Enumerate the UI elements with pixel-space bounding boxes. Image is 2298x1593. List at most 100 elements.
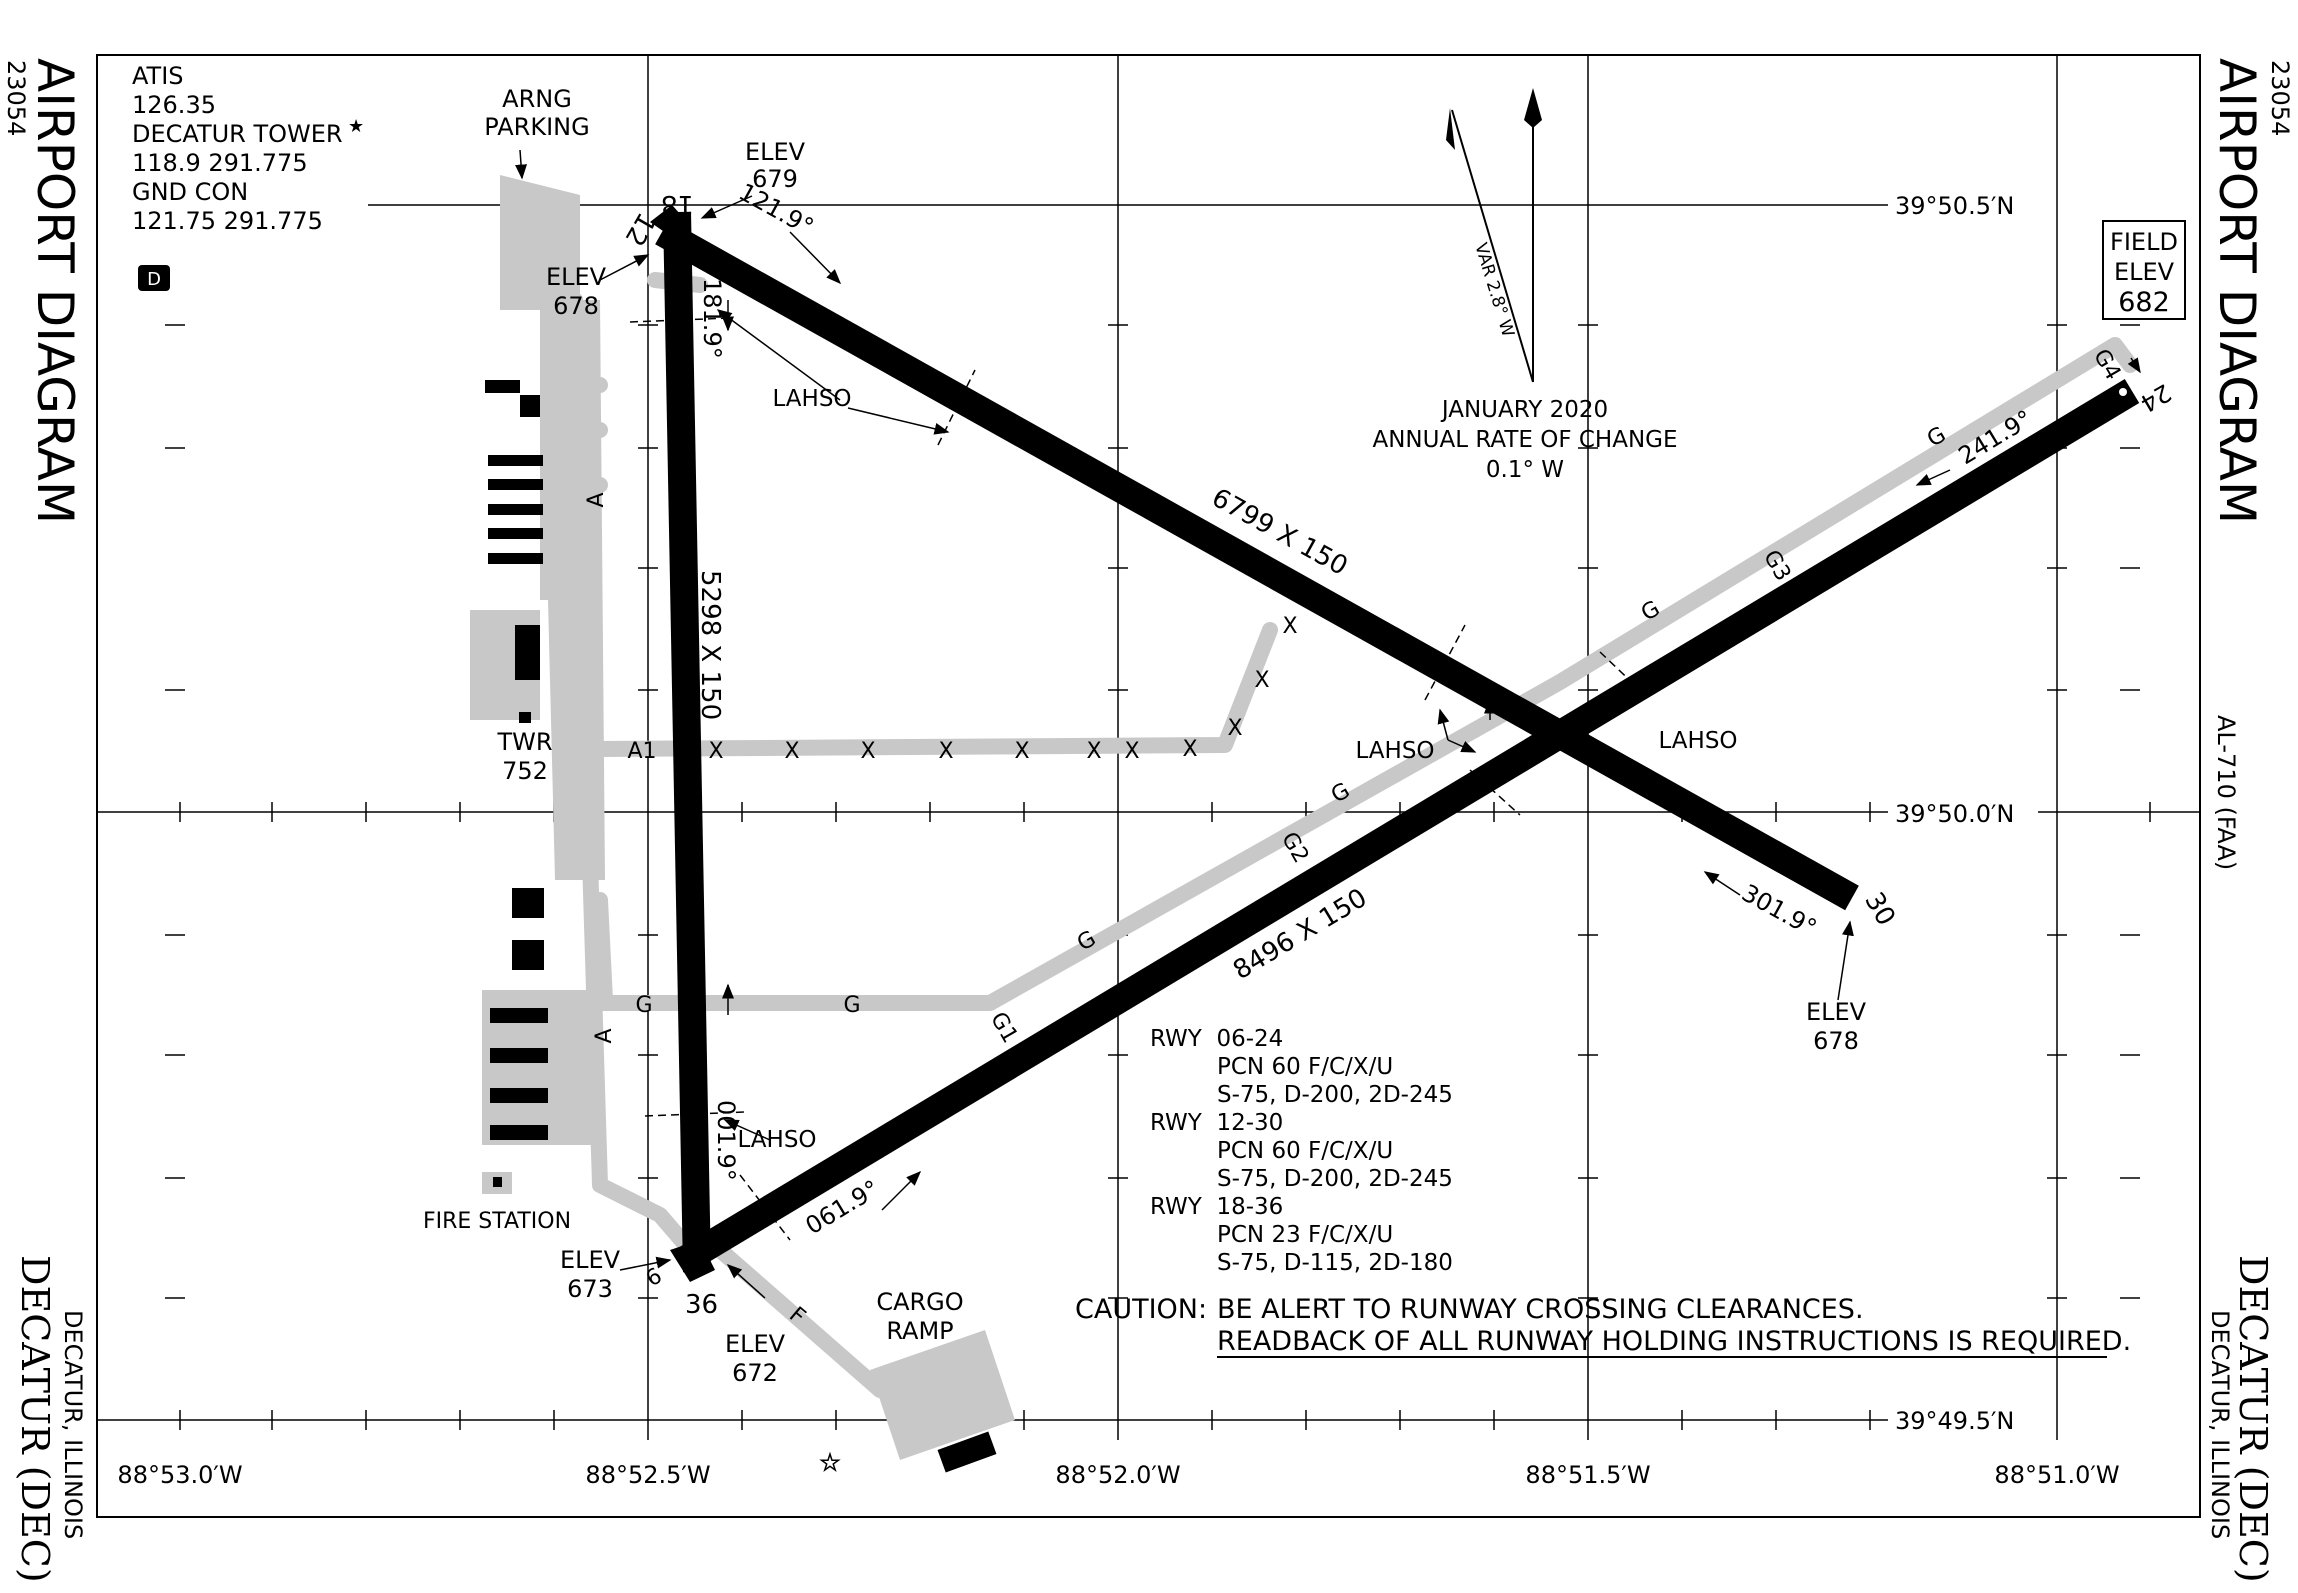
svg-text:G: G [635,993,652,1018]
elev30-label: ELEV [1806,998,1867,1026]
taxiway-f [712,1242,888,1398]
lon-51-0: 88°51.0′W [1994,1461,2119,1489]
rwy36-heading: 001.9° [712,1100,740,1181]
tower-label: DECATUR TOWER [132,120,343,148]
chart-id-left: 23054 [2,60,30,136]
twr-label-1: TWR [496,728,552,756]
variation-line3: 0.1° W [1486,457,1564,483]
city-right: DECATUR, ILLINOIS [2206,1310,2234,1539]
svg-text:X: X [938,739,953,764]
lahso-south: LAHSO [737,1127,816,1153]
lon-52-0: 88°52.0′W [1055,1461,1180,1489]
twy-a1: A1 [627,739,656,764]
tower-building [519,712,531,723]
elev6-label: ELEV [560,1246,621,1274]
fire-station-label: FIRE STATION [423,1209,571,1234]
pcn-weight-06-24: S-75, D-200, 2D-245 [1217,1082,1453,1108]
pcn-value-18-36: PCN 23 F/C/X/U [1217,1222,1393,1248]
lahso-center-east: LAHSO [1658,728,1737,754]
leader-lines [515,149,2141,1299]
lahso-north: LAHSO [772,386,851,412]
chart-frame [96,54,2201,1518]
pcn-value-06-24: PCN 60 F/C/X/U [1217,1054,1393,1080]
elev12-label: ELEV [546,263,607,291]
lon-53-0: 88°53.0′W [117,1461,242,1489]
gnd-freq: 121.75 291.775 [132,207,323,235]
svg-text:X: X [1086,739,1101,764]
variation-line1: JANUARY 2020 [1440,397,1608,423]
elev36-label: ELEV [725,1330,786,1358]
pcn-rwy-12-30: RWY 12-30 [1150,1110,1283,1136]
pcn-weight-12-30: S-75, D-200, 2D-245 [1217,1166,1453,1192]
pcn-rwy-06-24: RWY 06-24 [1150,1026,1283,1052]
true-north-icon [1524,88,1542,128]
runway-12-30 [655,219,1859,911]
rwy18-36-dims: 5298 X 150 [695,570,725,720]
svg-text:X: X [1254,668,1269,693]
taxiway-g [592,337,2138,1011]
svg-text:X: X [860,739,875,764]
runways [655,211,2140,1273]
pcn-value-12-30: PCN 60 F/C/X/U [1217,1138,1393,1164]
taxiways [567,272,2138,1398]
lahso-center-west: LAHSO [1355,738,1434,764]
rwy24-threshold-dot [2119,388,2127,396]
elev36-value: 672 [732,1359,778,1387]
twy-a-north: A [584,492,609,507]
field-elev-value: 682 [2118,287,2170,318]
rwy36-end: 36 [685,1290,718,1320]
svg-text:X: X [1227,716,1242,741]
chart-ref-right: AL-710 (FAA) [2212,715,2240,870]
caution-line2: READBACK OF ALL RUNWAY HOLDING INSTRUCTI… [1217,1326,2131,1357]
rwy30-end: 30 [1858,887,1901,931]
arng-label-1: ARNG [502,85,572,113]
rwy12-end: 12 [618,207,661,251]
variation-label: VAR 2.8° W [1470,241,1518,340]
pcn-rwy-18-36: RWY 18-36 [1150,1194,1283,1220]
rwy18-end: 18 [661,189,694,219]
cargo-building [937,1431,997,1473]
airport-left: DECATUR (DEC) [13,1255,57,1583]
caution-label: CAUTION: [1075,1294,1207,1325]
rwy24-end: 24 [2135,378,2175,418]
elev18-value: 679 [752,165,798,193]
tower-freq: 118.9 291.775 [132,149,308,177]
taxiway-a [567,292,698,1258]
lat-49-5: 39°49.5′N [1895,1407,2014,1435]
elev12-value: 678 [553,292,599,320]
svg-text:X: X [1014,739,1029,764]
rwy18-heading: 181.9° [698,278,726,359]
rotating-beacon-icon: ★ [820,1451,840,1476]
svg-text:X: X [1182,737,1197,762]
twy-a-south: A [592,1028,617,1043]
gnd-label: GND CON [132,178,248,206]
cargo-ramp [870,1330,1015,1460]
rwy6-end: 6 [642,1264,667,1293]
atis-label: ATIS [132,62,184,90]
runway-18-36 [663,211,711,1273]
field-elev-box [2102,220,2186,320]
pcn-weight-18-36: S-75, D-115, 2D-180 [1217,1250,1453,1276]
north-arrows [1451,109,1534,383]
magnetic-north-line [1451,109,1534,383]
buildings [485,380,997,1473]
variation-line2: ANNUAL RATE OF CHANGE [1372,427,1677,453]
d-badge-box [138,265,170,291]
elev30-value: 678 [1813,1027,1859,1055]
caution-line1: BE ALERT TO RUNWAY CROSSING CLEARANCES. [1217,1294,1864,1325]
twy-g1: G1 [985,1008,1022,1047]
grid-ticks [165,324,2151,1430]
svg-text:X: X [708,739,723,764]
chart-id-right: 23054 [2266,60,2294,136]
svg-text:X: X [1124,739,1139,764]
runway-threshold-caps [650,205,715,1282]
runway-06-24 [677,378,2140,1273]
airport-right: DECATUR (DEC) [2231,1255,2275,1583]
cargo-ramp-label-1: CARGO [876,1288,963,1316]
city-left: DECATUR, ILLINOIS [59,1310,87,1539]
elev18-label: ELEV [745,138,806,166]
twr-label-2: 752 [502,757,548,785]
hold-short-lines [629,317,1641,1241]
title-left: AIRPORT DIAGRAM [26,58,84,524]
